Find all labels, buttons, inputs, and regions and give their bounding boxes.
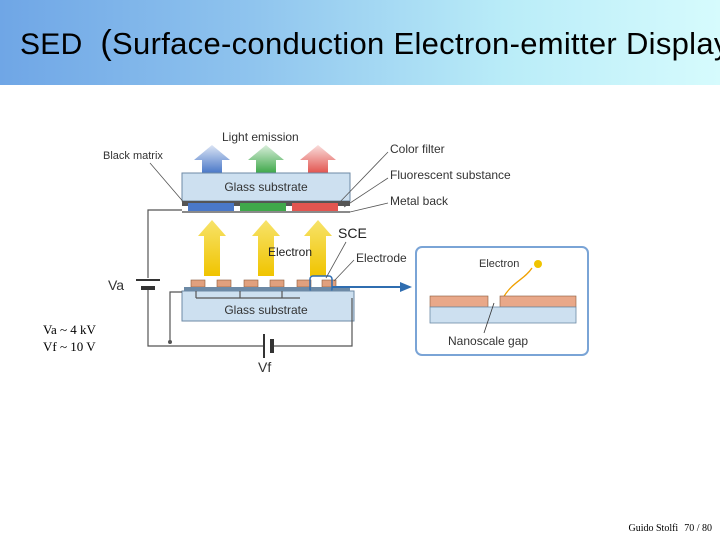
inset-electron-dot: [534, 260, 542, 268]
sce-pointer: [325, 241, 347, 279]
footer-author: Guido Stolfi: [628, 523, 679, 534]
wire-node: [168, 340, 172, 344]
phosphor-green: [240, 203, 286, 211]
phosphor-blue: [188, 203, 234, 211]
title-main: SED: [20, 28, 83, 61]
title-bar: SED (Surface-conduction Electron-emitter…: [0, 0, 720, 85]
color-filter-pointer: [337, 151, 389, 205]
fluorescent-pointer: [343, 177, 389, 208]
inset-gap-pointer: [483, 302, 495, 334]
glass-top-label: Glass substrate: [224, 180, 308, 194]
metal-back: [182, 211, 350, 213]
title-sub: Surface-conduction Electron-emitter Disp…: [112, 26, 720, 61]
inset-electron-label: Electron: [479, 258, 519, 270]
electrode-pointer: [333, 259, 355, 282]
callout-arrowhead: [400, 282, 412, 292]
light-emission-label: Light emission: [222, 130, 299, 144]
page-title: SED (Surface-conduction Electron-emitter…: [20, 24, 720, 63]
vf-note: Vf ~ 10 V: [43, 339, 96, 354]
metal-back-pointer: [349, 202, 389, 213]
color-filter-label: Color filter: [390, 142, 445, 156]
fluorescent-label: Fluorescent substance: [390, 168, 511, 182]
bottom-glass-substrate: [181, 290, 355, 322]
glass-bottom-label: Glass substrate: [224, 303, 308, 317]
sce-label: SCE: [338, 225, 367, 241]
light-arrow-blue: [194, 145, 230, 173]
inset-electrode-right: [499, 295, 577, 308]
title-paren-open: (: [100, 24, 113, 62]
electrode-row: [190, 279, 337, 288]
va-note: Va ~ 4 kV: [43, 322, 96, 337]
footer-page: 70 / 80: [684, 523, 712, 534]
light-arrow-red: [300, 145, 336, 173]
black-matrix-label: Black matrix: [103, 150, 163, 162]
inset-substrate: [429, 306, 577, 324]
electrode-base-line: [184, 287, 350, 291]
va-label: Va: [108, 277, 124, 293]
footer: Guido Stolfi 70 / 80: [622, 523, 712, 534]
inset-electrode-left: [429, 295, 489, 308]
nanoscale-gap-label: Nanoscale gap: [448, 334, 528, 348]
phosphor-red: [292, 203, 338, 211]
vf-label: Vf: [258, 359, 271, 375]
electrode-label: Electrode: [356, 251, 407, 265]
circuit-wires: [147, 209, 353, 347]
electron-arrow-2: [252, 220, 280, 276]
metal-back-label: Metal back: [390, 194, 449, 208]
black-matrix-pointer: [149, 162, 187, 206]
light-arrow-green: [248, 145, 284, 173]
electron-label: Electron: [268, 245, 312, 259]
electron-arrow-1: [198, 220, 226, 276]
inset-electron-path: [502, 267, 533, 299]
electron-arrow-3: [304, 220, 332, 276]
